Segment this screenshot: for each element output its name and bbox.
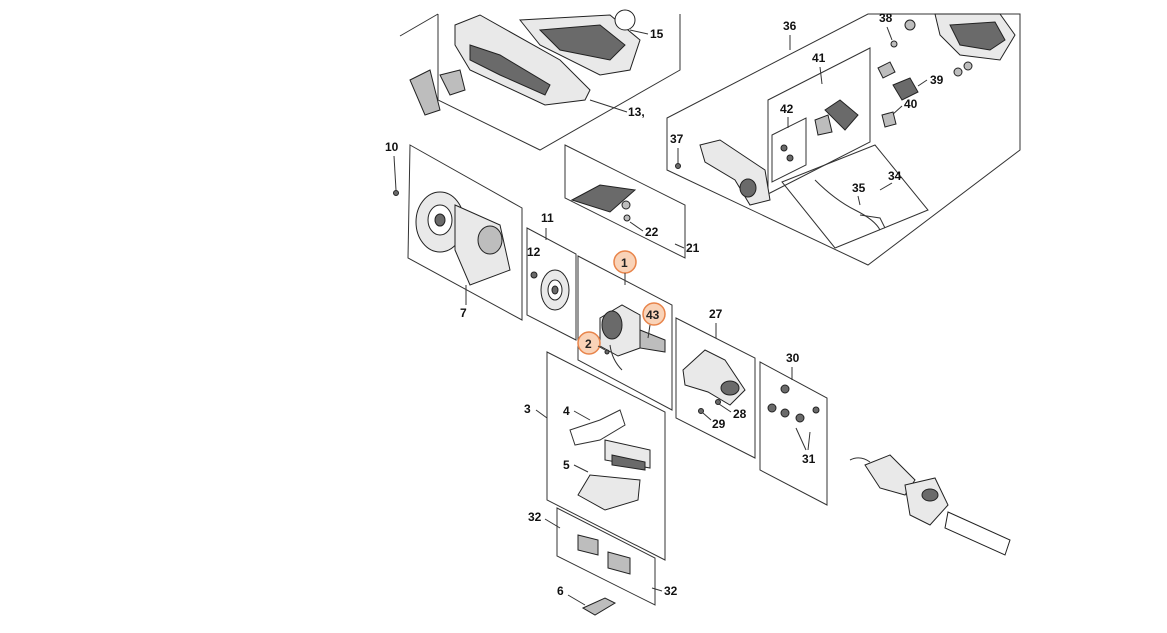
trigger (824, 99, 859, 131)
screw-37 (675, 163, 681, 169)
group-3-frame (546, 351, 666, 561)
callout-27[interactable]: 27 (709, 307, 723, 321)
nut-b (767, 403, 777, 413)
housing-frame (437, 14, 681, 151)
callout-5[interactable]: 5 (563, 458, 570, 472)
wiring-harness (569, 409, 626, 446)
handle-housing (682, 349, 746, 406)
group-34-frame (781, 144, 929, 249)
callout-10[interactable]: 10 (385, 140, 399, 154)
contact-b (607, 551, 631, 575)
screw-29 (698, 408, 704, 414)
upper-right-group: 36 41 42 37 34 35 38 39 40 (666, 11, 1021, 266)
cover-group: 22 21 (564, 144, 700, 259)
gasket (614, 9, 636, 31)
callout-7[interactable]: 7 (460, 306, 467, 320)
nut-a (780, 384, 790, 394)
callout-38[interactable]: 38 (879, 11, 893, 25)
fastener-group: 30 31 (759, 351, 828, 506)
callout-21[interactable]: 21 (686, 241, 700, 255)
electronics-group: 3 4 5 (524, 351, 666, 561)
grip-head (904, 477, 949, 526)
callout-30[interactable]: 30 (786, 351, 800, 365)
screw-38 (890, 40, 898, 48)
callout-43[interactable]: 43 (646, 308, 660, 322)
screw-2 (604, 349, 610, 355)
group-32-frame (556, 507, 656, 606)
cable (814, 179, 881, 231)
highlight-1 (614, 251, 636, 273)
group-7-frame (407, 144, 523, 321)
callout-11[interactable]: 11 (541, 211, 554, 225)
group-36-frame (666, 13, 1021, 266)
group-30-frame (759, 361, 828, 506)
callout-6[interactable]: 6 (557, 584, 564, 598)
housing-group: 15 13, (399, 9, 681, 151)
screw-22 (623, 214, 631, 222)
screw-28 (715, 399, 721, 405)
callout-32-b[interactable]: 32 (664, 584, 678, 598)
callout-3[interactable]: 3 (524, 402, 531, 416)
motor-group: 1 43 2 (577, 250, 673, 411)
callout-32-a[interactable]: 32 (528, 510, 542, 524)
callout-37[interactable]: 37 (670, 132, 684, 146)
highlight-43 (643, 303, 665, 325)
callout-34[interactable]: 34 (888, 169, 902, 183)
callout-1[interactable]: 1 (621, 256, 628, 270)
screw-12 (530, 271, 538, 279)
rotor-group: 11 12 (526, 211, 577, 341)
callout-12[interactable]: 12 (527, 245, 541, 259)
clip-6 (581, 597, 617, 616)
shaft-tube (944, 511, 1011, 556)
callout-40[interactable]: 40 (904, 97, 918, 111)
handle-half (699, 139, 771, 206)
callout-4[interactable]: 4 (563, 404, 570, 418)
callout-2[interactable]: 2 (585, 337, 592, 351)
cover-part (570, 184, 637, 213)
nut-d (795, 413, 805, 423)
handle-assembly (849, 454, 1011, 556)
handle-housing-group: 27 28 29 (675, 307, 756, 459)
callout-28[interactable]: 28 (733, 407, 747, 421)
callout-36[interactable]: 36 (783, 19, 797, 33)
callout-22[interactable]: 22 (645, 225, 659, 239)
screw-10 (393, 190, 399, 196)
fan-housing-group: 10 7 (385, 140, 523, 321)
callout-13[interactable]: 13, (628, 105, 645, 119)
group-21-frame (564, 144, 686, 259)
part-40 (881, 111, 897, 128)
callout-29[interactable]: 29 (712, 417, 726, 431)
group-32: 32 32 (528, 507, 678, 606)
board-tray (577, 474, 641, 511)
callout-15[interactable]: 15 (650, 27, 664, 41)
switch-39 (892, 77, 919, 101)
callout-31[interactable]: 31 (802, 452, 816, 466)
contact-a (577, 534, 599, 556)
callout-35[interactable]: 35 (852, 181, 866, 195)
group-42-frame (771, 117, 807, 183)
group-1-frame (577, 255, 673, 411)
motor-shaft (639, 329, 666, 353)
highlight-2 (578, 332, 600, 354)
housing-clip (409, 69, 441, 116)
callout-39[interactable]: 39 (930, 73, 944, 87)
part-6: 6 (557, 584, 617, 616)
group-41-frame (767, 47, 871, 195)
callout-41[interactable]: 41 (812, 51, 826, 65)
group-11-frame (526, 227, 577, 341)
housing-shell (454, 14, 591, 106)
screw-e (812, 406, 820, 414)
callout-42[interactable]: 42 (780, 102, 794, 116)
group-27-frame (675, 317, 756, 459)
nut-c (780, 408, 790, 418)
